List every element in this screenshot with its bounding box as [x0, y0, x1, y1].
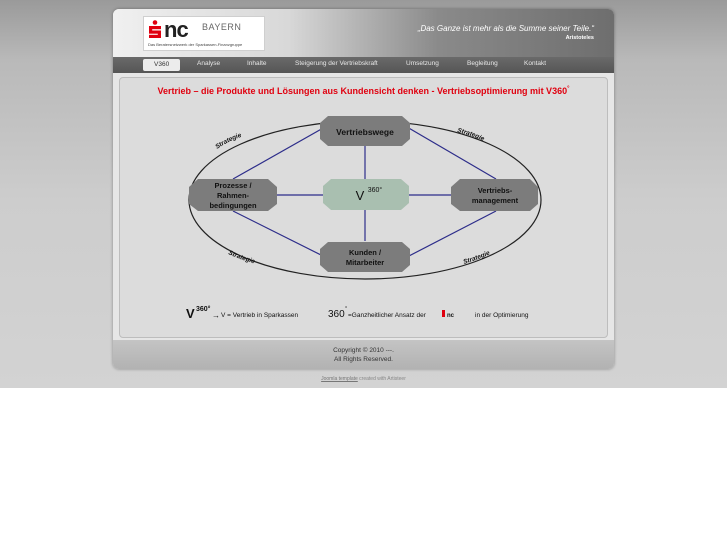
- diagram-legend: V 360° → V = Vertrieb in Sparkassen 360 …: [186, 305, 529, 321]
- logo-region: BAYERN: [202, 22, 242, 32]
- center-label-v: V: [356, 188, 365, 203]
- main-content: Vertrieb – die Produkte und Lösungen aus…: [119, 77, 608, 338]
- strategy-label-bottom-right: Strategie: [462, 249, 491, 265]
- quote-author: Aristoteles: [565, 35, 594, 41]
- footer-copyright: Copyright © 2010 ---.: [333, 347, 394, 354]
- node-kunden: [320, 242, 410, 272]
- center-label-360: 360°: [368, 186, 383, 194]
- node-label-right-2: management: [472, 196, 519, 205]
- nav-item-steigerung[interactable]: Steigerung der Vertriebskraft: [295, 60, 378, 67]
- credit-text: created with Artisteer: [357, 376, 406, 382]
- node-label-bottom-2: Mitarbeiter: [346, 258, 384, 267]
- sparkasse-s-icon: [149, 20, 161, 38]
- legend-nc-logo: nc: [447, 313, 455, 319]
- strategy-label-top-right: Strategie: [457, 127, 486, 143]
- page-headline: Vertrieb – die Produkte und Lösungen aus…: [120, 86, 607, 96]
- headline-degree: °: [567, 86, 570, 92]
- site-container: nc BAYERN Das Beratersnetzwerk der Spark…: [113, 9, 614, 369]
- footer-rights: All Rights Reserved.: [334, 356, 393, 363]
- legend-v: V: [186, 306, 195, 321]
- template-credit: Joomla template created with Artisteer: [0, 376, 727, 382]
- nav-item-umsetzung[interactable]: Umsetzung: [406, 60, 439, 67]
- legend-v-text: V = Vertrieb in Sparkassen: [221, 312, 299, 319]
- legend-c-text-a: =Ganzheitlicher Ansatz der: [348, 312, 427, 319]
- strategy-label-bottom-left: Strategie: [227, 249, 256, 265]
- legend-360: 360: [328, 309, 345, 320]
- legend-c-text-b: in der Optimierung: [475, 312, 529, 319]
- legend-degree: °: [345, 306, 347, 312]
- site-footer: Copyright © 2010 ---. All Rights Reserve…: [113, 340, 614, 369]
- v360-diagram: Vertriebswege Prozesse / Rahmen- bedingu…: [186, 116, 542, 321]
- node-center-v360: [323, 179, 409, 210]
- node-label-left-3: bedingungen: [209, 201, 256, 210]
- strategy-label-top-left: Strategie: [214, 132, 243, 151]
- nav-item-inhalte[interactable]: Inhalte: [247, 60, 267, 67]
- connector-lines: [232, 126, 497, 258]
- logo-tagline: Das Beratersnetzwerk der Sparkassen-Fina…: [148, 42, 243, 47]
- credit-link[interactable]: Joomla template: [321, 376, 358, 382]
- node-label-left-2: Rahmen-: [217, 191, 250, 200]
- legend-v-360: 360°: [196, 305, 211, 313]
- node-vertriebsmanagement: [451, 179, 538, 211]
- headline-text: Vertrieb – die Produkte und Lösungen aus…: [157, 86, 568, 96]
- node-label-top: Vertriebswege: [336, 127, 394, 137]
- logo-brand: nc: [164, 17, 189, 42]
- node-prozesse: [189, 179, 277, 211]
- main-navigation: V360 Analyse Inhalte Steigerung der Vert…: [113, 57, 614, 73]
- node-label-bottom-1: Kunden /: [349, 248, 382, 257]
- nav-item-v360[interactable]: V360: [143, 59, 181, 71]
- legend-arrow: →: [212, 311, 220, 320]
- node-vertriebswege: [320, 116, 410, 146]
- site-header: nc BAYERN Das Beratersnetzwerk der Spark…: [113, 9, 614, 57]
- nav-item-kontakt[interactable]: Kontakt: [524, 60, 547, 67]
- node-label-left-1: Prozesse /: [214, 181, 252, 190]
- nav-item-analyse[interactable]: Analyse: [197, 60, 221, 67]
- logo[interactable]: nc BAYERN Das Beratersnetzwerk der Spark…: [143, 16, 265, 51]
- legend-sparkasse-icon: [442, 310, 445, 317]
- node-label-right-1: Vertriebs-: [478, 186, 513, 195]
- nav-item-begleitung[interactable]: Begleitung: [467, 60, 498, 67]
- header-quote: „Das Ganze ist mehr als die Summe seiner…: [417, 24, 594, 33]
